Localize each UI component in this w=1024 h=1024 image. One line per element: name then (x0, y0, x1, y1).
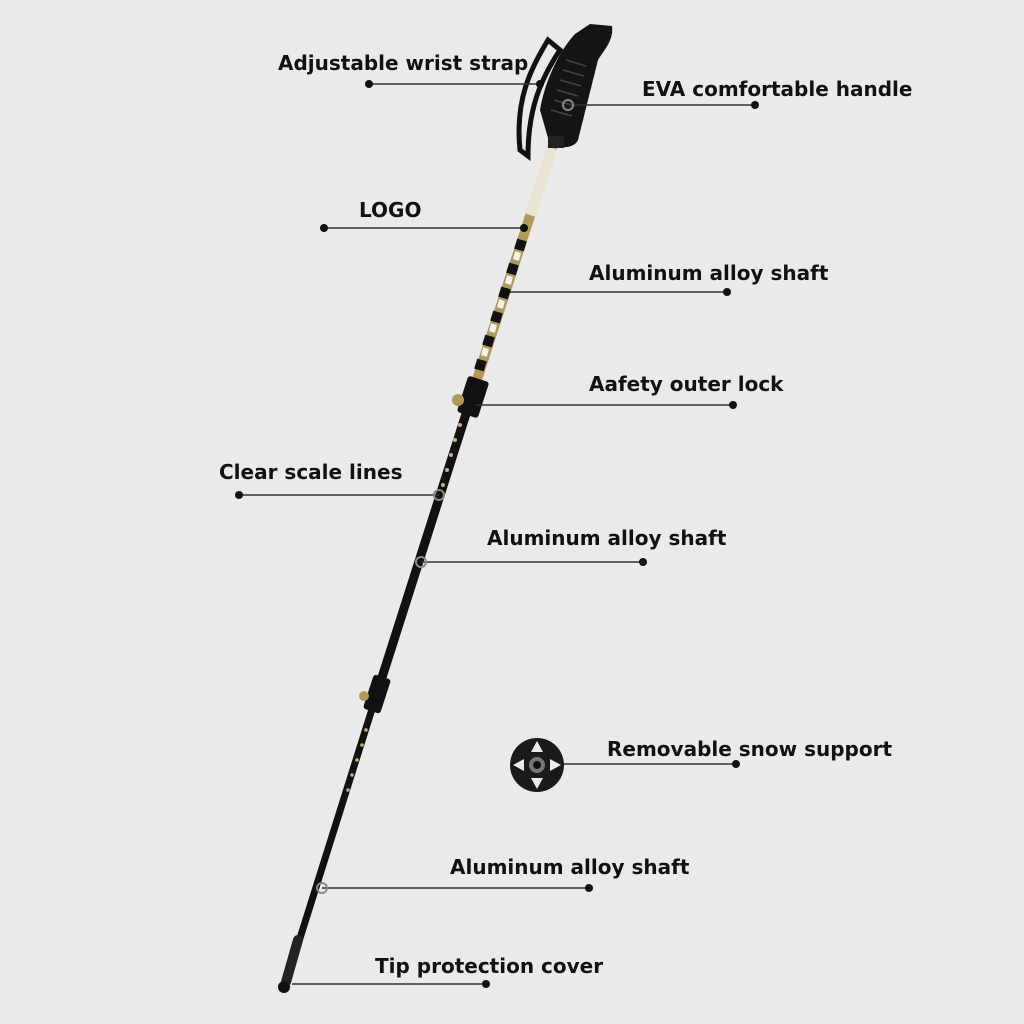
label-shaft-lower: Aluminum alloy shaft (450, 855, 690, 879)
handle-icon (516, 24, 613, 161)
label-shaft-middle: Aluminum alloy shaft (487, 526, 727, 550)
label-outer-lock: Aafety outer lock (589, 372, 784, 396)
label-snow-support: Removable snow support (607, 737, 893, 761)
tip-icon (278, 935, 303, 993)
lower-shaft (286, 686, 382, 974)
upper-shaft (467, 143, 558, 400)
upper-lock-icon (452, 376, 489, 418)
leader-lines (235, 80, 759, 988)
lower-lock-icon (359, 674, 391, 714)
label-wrist-strap: Adjustable wrist strap (278, 51, 529, 75)
label-shaft-upper: Aluminum alloy shaft (589, 261, 829, 285)
label-tip-cover: Tip protection cover (375, 954, 604, 978)
label-logo: LOGO (359, 198, 422, 222)
middle-shaft (373, 390, 477, 695)
label-eva-handle: EVA comfortable handle (642, 77, 913, 101)
label-scale-lines: Clear scale lines (219, 460, 403, 484)
snow-basket-icon (510, 738, 564, 792)
